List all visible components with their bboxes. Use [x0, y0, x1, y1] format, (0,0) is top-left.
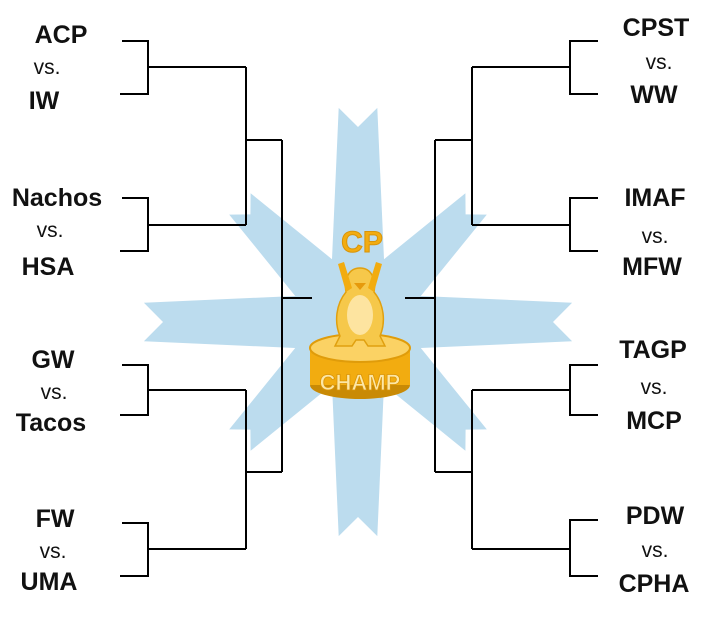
team-name: ACP [34, 21, 88, 49]
champ-trophy-icon: CP CHAMP [309, 226, 411, 399]
penguin-belly [347, 295, 373, 335]
right-r1-bracket-3 [472, 364, 598, 416]
right-semi-bracket [405, 140, 436, 472]
team-name: FW [35, 505, 75, 533]
bracket-lines [120, 40, 598, 577]
penguin-beak [354, 283, 366, 290]
team-name: MCP [626, 407, 682, 435]
right-r1-bracket-1 [472, 40, 598, 95]
team-name: TAGP [619, 336, 687, 364]
vs-label: vs. [40, 381, 68, 404]
trophy-base-text: CHAMP [320, 370, 401, 395]
team-name: HSA [21, 253, 75, 281]
vs-label: vs. [33, 56, 61, 79]
right-r2-bracket-top [435, 67, 473, 225]
team-name: Nachos [11, 184, 103, 212]
vs-label: vs. [39, 540, 67, 563]
team-name: IMAF [624, 184, 686, 212]
left-r2-bracket-bottom [245, 390, 282, 549]
team-name: PDW [625, 502, 685, 530]
penguin-left-arm [338, 262, 352, 292]
left-r1-bracket-3 [120, 364, 246, 416]
vs-label: vs. [641, 225, 669, 248]
penguin-right-arm [368, 262, 382, 292]
vs-label: vs. [645, 51, 673, 74]
right-r1-bracket-2 [472, 197, 598, 252]
left-semi-bracket [281, 140, 312, 472]
right-r2-bracket-bottom [435, 390, 473, 549]
team-name: WW [630, 81, 678, 109]
left-r1-bracket-2 [120, 197, 246, 252]
team-name: MFW [622, 253, 682, 281]
team-name: CPST [622, 14, 690, 42]
left-r1-bracket-1 [120, 40, 246, 95]
left-r2-bracket-top [245, 67, 282, 225]
team-name: Tacos [15, 409, 87, 437]
vs-label: vs. [36, 219, 64, 242]
vs-label: vs. [640, 376, 668, 399]
team-name: IW [28, 87, 60, 115]
left-r1-bracket-4 [120, 522, 246, 577]
vs-label: vs. [641, 539, 669, 562]
team-name: CPHA [618, 570, 690, 598]
team-name: UMA [20, 568, 78, 596]
trophy-top-text: CP [341, 226, 383, 259]
team-name: GW [31, 346, 75, 374]
right-r1-bracket-4 [472, 519, 598, 577]
